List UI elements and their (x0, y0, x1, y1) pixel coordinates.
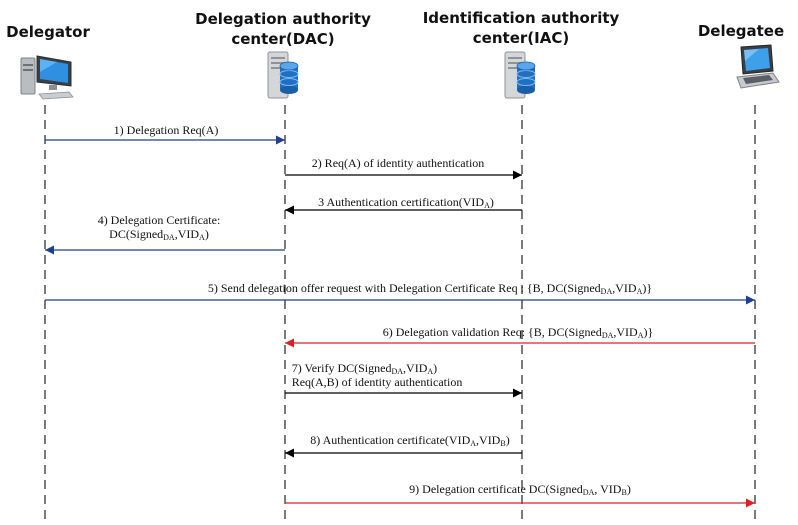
label-text: ,VID (612, 281, 637, 295)
message-label-5: 5) Send delegation offer request with De… (207, 281, 653, 296)
subscript-text: A (470, 439, 477, 448)
desktop-computer-icon (20, 55, 74, 100)
subscript-text: DA (601, 331, 614, 340)
subscript-text: B (621, 488, 627, 497)
label-text: ) (505, 433, 510, 447)
message-label-4: 4) Delegation Certificate:DC(SignedDA,VI… (98, 213, 221, 242)
message-label-line: 4) Delegation Certificate: (98, 213, 221, 227)
label-text: )} (642, 281, 653, 295)
label-text: ,VID (174, 227, 200, 241)
label-text: ) (626, 482, 631, 496)
subscript-text: A (199, 233, 205, 242)
label-text: DC(Signed (109, 227, 164, 241)
message-label-6: 6) Delegation validation Req: {B, DC(Sig… (382, 325, 654, 340)
actor-title-delegatee: Delegatee (697, 22, 785, 40)
message-label-line: 9) Delegation certificate DC(SignedDA, V… (409, 482, 631, 497)
label-text: ,VID (613, 325, 638, 339)
subscript-text: A (427, 367, 434, 376)
label-text: ) (204, 227, 209, 241)
message-label-line: 8) Authentication certificate(VIDA,VIDB) (310, 433, 510, 448)
message-label-line: 3 Authentication certification(VIDA) (318, 195, 494, 210)
label-text: )} (643, 325, 654, 339)
label-text: ,VID (476, 433, 501, 447)
message-label-line: 5) Send delegation offer request with De… (207, 281, 653, 296)
message-label-1: 1) Delegation Req(A) (114, 123, 219, 137)
server-database-icon (267, 51, 299, 99)
subscript-text: A (636, 287, 643, 296)
message-label-line: DC(SignedDA,VIDA) (98, 227, 221, 242)
subscript-text: A (637, 331, 644, 340)
message-label-2: 2) Req(A) of identity authentication (312, 156, 485, 170)
label-text: Req(A,B) of identity authentication (291, 375, 463, 389)
message-label-line: 2) Req(A) of identity authentication (312, 156, 485, 170)
subscript-text: DA (163, 233, 175, 242)
message-label-7: 7) Verify DC(SignedDA,VIDA)Req(A,B) of i… (292, 361, 463, 389)
label-text: 7) Verify DC(Signed (291, 361, 392, 375)
message-label-line: 6) Delegation validation Req: {B, DC(Sig… (382, 325, 654, 340)
subscript-text: DA (600, 287, 613, 296)
message-label-line: 7) Verify DC(SignedDA,VIDA) (291, 361, 463, 376)
message-label-8: 8) Authentication certificate(VIDA,VIDB) (310, 433, 510, 448)
message-label-3: 3 Authentication certification(VIDA) (318, 195, 494, 210)
label-text: 9) Delegation certificate DC(Signed (409, 482, 583, 496)
actor-title-delegator: Delegator (6, 23, 90, 41)
label-text: 1) Delegation Req(A) (113, 123, 219, 137)
subscript-text: A (484, 201, 490, 210)
label-text: 8) Authentication certificate(VID (310, 433, 471, 447)
subscript-text: B (500, 439, 506, 448)
label-text: ) (489, 195, 494, 209)
label-text: 2) Req(A) of identity authentication (311, 156, 485, 170)
label-text: , VID (594, 482, 622, 496)
subscript-text: DA (391, 367, 404, 376)
label-text: 3 Authentication certification(VID (318, 195, 485, 209)
label-text: 5) Send delegation offer request with De… (207, 281, 601, 295)
label-text: 4) Delegation Certificate: (97, 213, 221, 227)
laptop-icon (736, 44, 780, 89)
actor-title-dac: Delegation authority center(DAC) (195, 10, 371, 48)
message-label-9: 9) Delegation certificate DC(SignedDA, V… (409, 482, 631, 497)
message-label-line: Req(A,B) of identity authentication (292, 375, 463, 389)
label-text: ,VID (403, 361, 428, 375)
actor-title-iac: Identification authority center(IAC) (422, 9, 620, 47)
label-text: ) (433, 361, 438, 375)
subscript-text: DA (582, 488, 595, 497)
message-label-line: 1) Delegation Req(A) (114, 123, 219, 137)
server-database-icon (504, 51, 536, 99)
label-text: 6) Delegation validation Req: {B, DC(Sig… (382, 325, 602, 339)
